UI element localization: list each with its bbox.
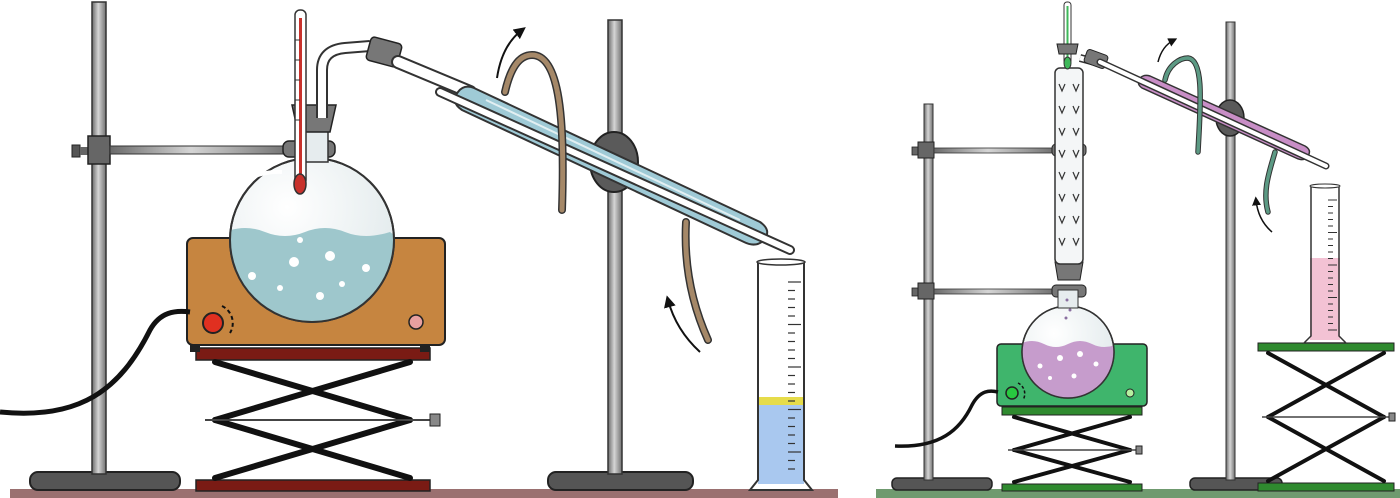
scissor-lab-jack-right-a — [1001, 406, 1143, 492]
column-vigreux-point — [1072, 193, 1080, 203]
liebig-condenser-left — [391, 55, 795, 255]
column-vigreux-point — [1058, 193, 1066, 203]
round-bottom-flask-left — [229, 129, 395, 323]
column-vigreux-point — [1058, 105, 1066, 115]
column-vigreux-point — [1072, 105, 1080, 115]
column-vigreux-point — [1058, 215, 1066, 225]
round-bottom-flask-right — [1021, 261, 1115, 399]
column-vigreux-point — [1072, 215, 1080, 225]
water-out-arrow-icon — [496, 27, 526, 79]
fractionating-column — [1054, 67, 1084, 265]
column-vigreux-point — [1058, 237, 1066, 247]
column-vigreux-point — [1072, 127, 1080, 137]
bench-left — [10, 489, 838, 498]
support-stand-right-b — [1189, 21, 1283, 491]
column-vigreux-point — [1058, 149, 1066, 159]
water-tubing-right — [1162, 55, 1278, 215]
column-vigreux-point — [1072, 171, 1080, 181]
bench-right — [876, 489, 1400, 498]
column-vigreux-point — [1058, 171, 1066, 181]
simple-distillation-panel — [0, 1, 838, 498]
liebig-condenser-right — [1078, 49, 1330, 170]
column-vigreux-point — [1072, 83, 1080, 93]
column-vigreux-point — [1072, 237, 1080, 247]
cylinder-scale-left — [788, 281, 801, 470]
water-in-arrow-icon — [664, 295, 701, 353]
thermometer-right — [1056, 1, 1079, 70]
still-head-left — [291, 36, 403, 133]
indicator-light-icon-right — [1125, 388, 1135, 398]
water-out-arrow-icon-right — [1157, 38, 1178, 63]
column-vigreux-point — [1072, 149, 1080, 159]
fractional-distillation-panel — [876, 1, 1400, 498]
graduated-cylinder-left — [747, 258, 815, 491]
water-in-arrow-icon-right — [1252, 196, 1273, 233]
support-stand-right — [547, 19, 694, 491]
graduated-cylinder-right — [1302, 183, 1348, 344]
indicator-light-icon — [408, 314, 424, 330]
cylinder-scale-right — [1328, 199, 1337, 331]
heater-knob-icon — [202, 312, 224, 334]
scissor-lab-jack-left — [190, 344, 441, 492]
column-vigreux-point — [1058, 83, 1066, 93]
column-vigreux-point — [1058, 127, 1066, 137]
thermometer-left — [293, 9, 307, 195]
heater-knob-icon-right — [1005, 386, 1019, 400]
scissor-lab-jack-right-b — [1257, 342, 1396, 492]
column-indentations — [1058, 83, 1080, 247]
